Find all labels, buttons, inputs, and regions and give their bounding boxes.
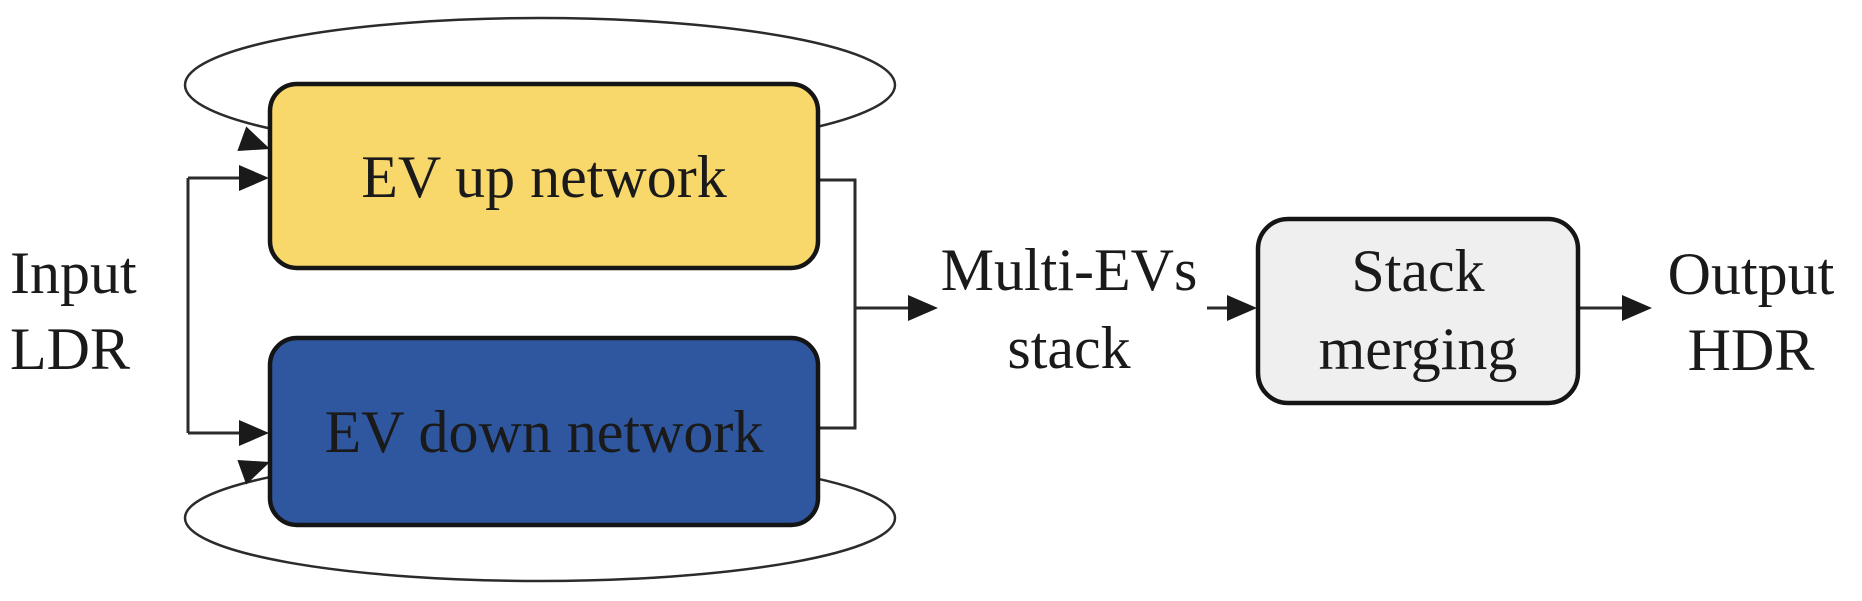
output-hdr-label-line2: HDR bbox=[1688, 317, 1815, 383]
input-ldr-label-line2: LDR bbox=[10, 316, 130, 382]
multi-evs-stack-label-line2: stack bbox=[1007, 315, 1130, 381]
ev-down-network-box bbox=[267, 335, 821, 528]
output-hdr-label-line1: Output bbox=[1668, 241, 1835, 307]
ev-up-network-box bbox=[267, 81, 821, 271]
merge-to-stack-arrowhead-icon bbox=[908, 295, 938, 321]
ev-down-network-label: EV down network bbox=[325, 399, 764, 465]
multi-evs-stack-label-line1: Multi-EVs bbox=[941, 237, 1198, 303]
ev-up-network-label: EV up network bbox=[361, 144, 727, 210]
stack-merging-label-line1: Stack bbox=[1351, 238, 1484, 304]
input-ldr-label-line1: Input bbox=[10, 240, 137, 306]
merging-to-output-arrowhead-icon bbox=[1622, 295, 1652, 321]
stack-merging-box bbox=[1255, 216, 1581, 406]
stack-merging-label-line2: merging bbox=[1319, 316, 1518, 382]
ev-down-loop-arrowhead-icon bbox=[237, 460, 270, 485]
input-to-ev-down-arrowhead-icon bbox=[239, 420, 269, 446]
stack-to-merging-arrowhead-icon bbox=[1227, 295, 1257, 321]
ev-up-loop-arrowhead-icon bbox=[237, 126, 270, 151]
input-to-ev-up-arrowhead-icon bbox=[239, 165, 269, 191]
